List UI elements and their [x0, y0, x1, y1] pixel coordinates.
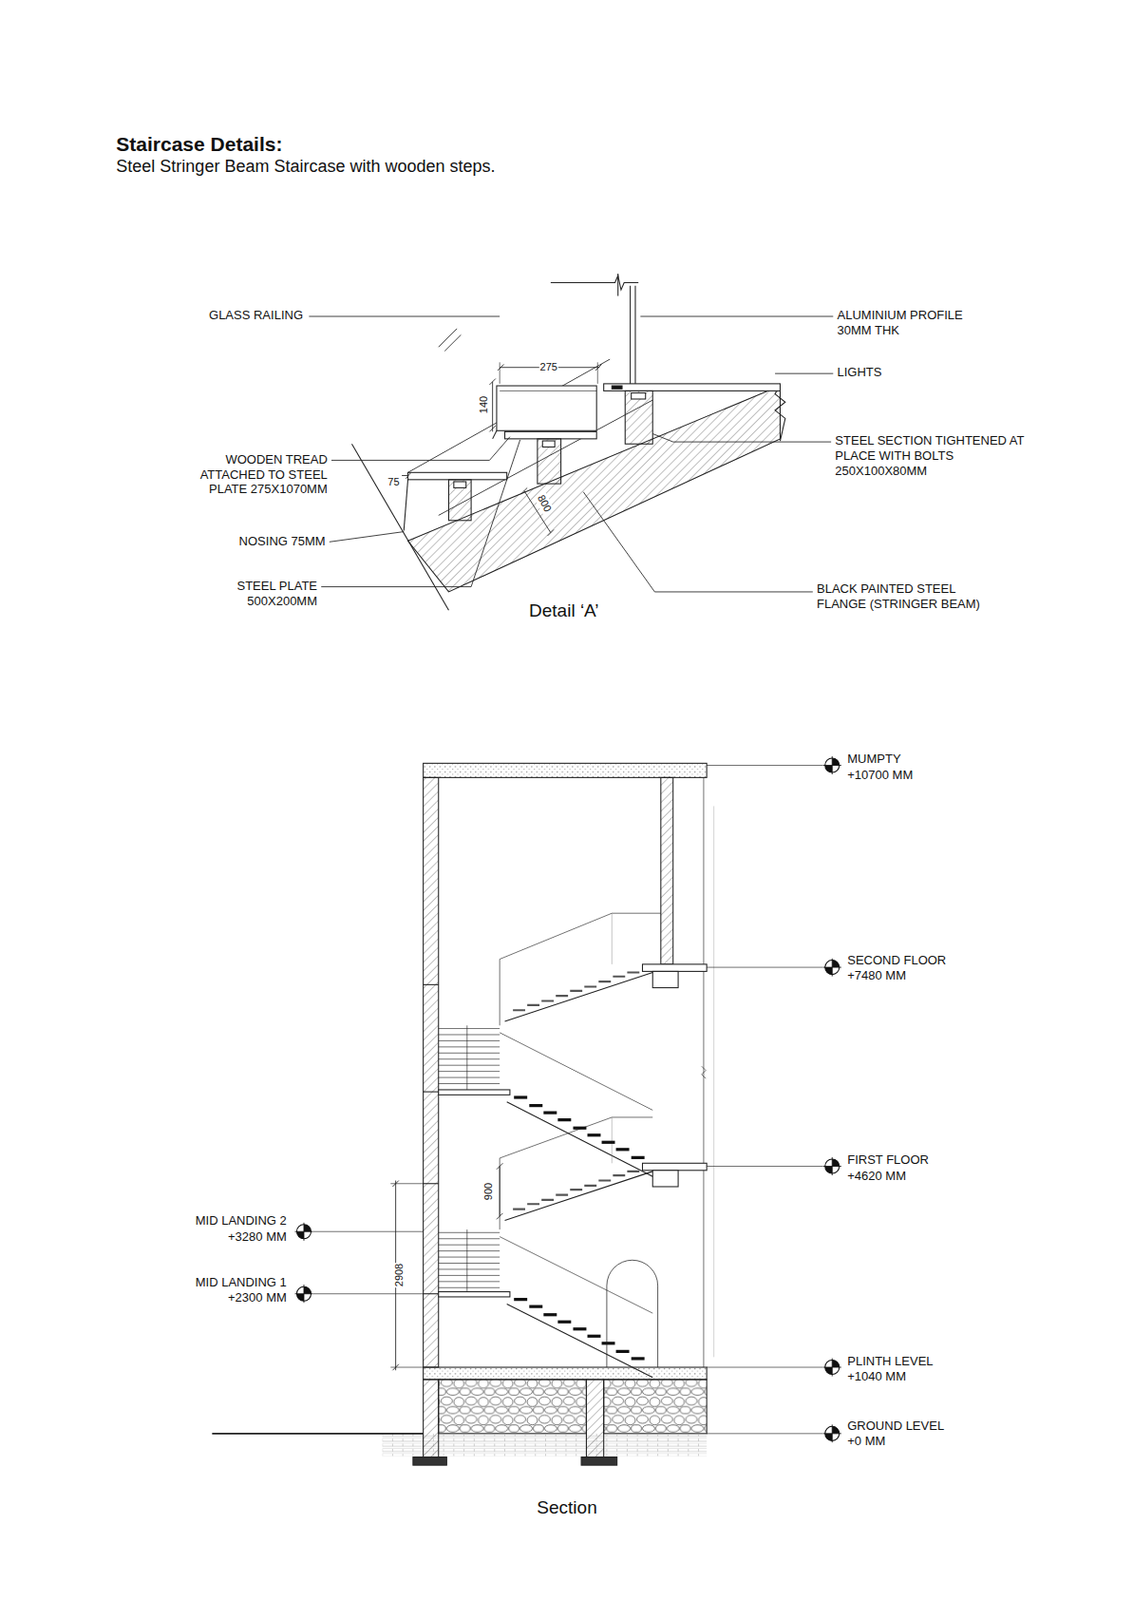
view-title: Section [535, 1495, 598, 1518]
callout-label: ALUMINIUM PROFILE 30MM THK [836, 307, 982, 339]
dimension-value: 75 [386, 475, 400, 489]
title: Staircase Details: [114, 132, 284, 157]
dimension-value: 800 [534, 491, 555, 515]
level-value: +10700 MM [846, 767, 914, 783]
level-label: SECOND FLOOR [846, 952, 947, 968]
level-value: +2300 MM [226, 1289, 288, 1305]
subtitle: Steel Stringer Beam Staircase with woode… [114, 156, 496, 178]
callout-label: LIGHTS [836, 364, 884, 380]
dimension-value: 900 [483, 1181, 496, 1201]
callout-label: STEEL SECTION TIGHTENED AT PLACE WITH BO… [833, 433, 1040, 479]
level-value: +1040 MM [846, 1368, 907, 1384]
level-value: +3280 MM [226, 1228, 288, 1245]
level-label: MID LANDING 2 [194, 1212, 288, 1228]
level-value: +7480 MM [846, 967, 907, 983]
dimension-value: 2908 [393, 1262, 406, 1287]
dimension-value: 140 [477, 395, 491, 415]
callout-label: GLASS RAILING [207, 307, 304, 323]
callout-label: STEEL PLATE 500X200MM [211, 578, 319, 609]
level-label: PLINTH LEVEL [846, 1353, 934, 1369]
view-title: Detail ‘A’ [528, 600, 601, 623]
callout-label: NOSING 75MM [238, 533, 327, 549]
level-label: MID LANDING 1 [194, 1274, 288, 1290]
dimension-value: 275 [539, 360, 559, 374]
level-value: +0 MM [846, 1433, 887, 1449]
level-label: GROUND LEVEL [846, 1417, 945, 1434]
level-label: MUMPTY [846, 751, 902, 767]
callout-label: BLACK PAINTED STEEL FLANGE (STRINGER BEA… [815, 581, 994, 612]
level-value: +4620 MM [846, 1168, 907, 1184]
level-label: FIRST FLOOR [846, 1151, 930, 1168]
callout-label: WOODEN TREAD ATTACHED TO STEEL PLATE 275… [184, 452, 329, 498]
